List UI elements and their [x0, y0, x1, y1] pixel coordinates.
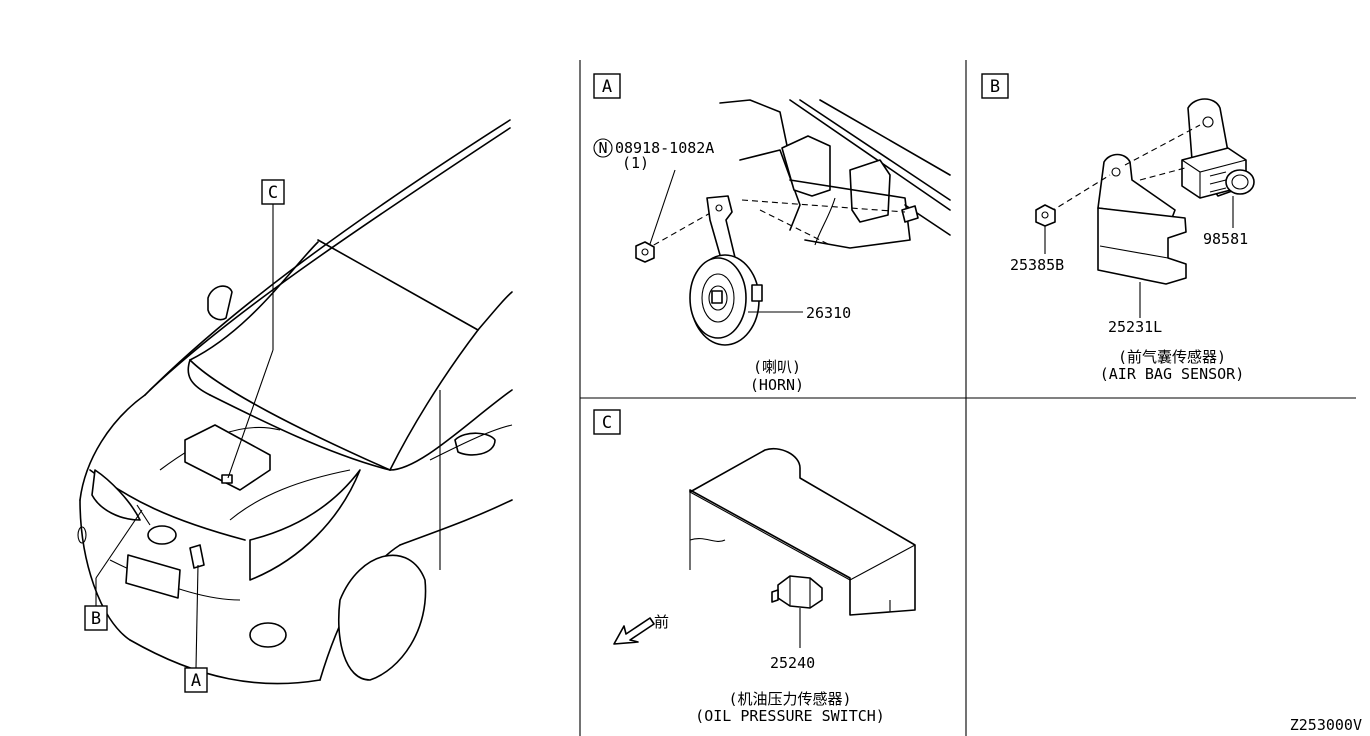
svg-text:B: B [990, 77, 1000, 97]
car-illustration [77, 119, 513, 685]
front-direction-label: 前 [654, 613, 669, 631]
panel-b-tag [981, 73, 1009, 99]
diagram-code: Z253000V [1290, 716, 1362, 734]
panel-a-tag [593, 73, 621, 99]
svg-text:A: A [602, 77, 612, 97]
caption-cn-airbag: (前气囊传感器) [1118, 348, 1226, 366]
callout-b: B [84, 509, 143, 631]
panel-a: A N 08918-1082A [593, 73, 951, 394]
part-number-26310: 26310 [806, 304, 851, 322]
svg-text:B: B [91, 609, 101, 629]
svg-text:N: N [598, 139, 607, 157]
svg-text:A: A [191, 671, 201, 691]
panel-c: C 前 25240 (机油压力传感器) (OIL PRESSURE SWITCH… [593, 409, 916, 725]
panel-c-tag [593, 409, 621, 435]
part-qty: (1) [622, 154, 649, 172]
part-number-08918-1082a: 08918-1082A [615, 139, 714, 157]
callout-a: A [184, 564, 208, 693]
caption-cn-oil: (机油压力传感器) [728, 690, 851, 708]
panel-dividers [579, 60, 1356, 736]
part-number-98581: 98581 [1203, 230, 1248, 248]
caption-en-horn: (HORN) [750, 376, 804, 394]
callout-c: C [227, 179, 285, 479]
caption-en-oil: (OIL PRESSURE SWITCH) [695, 707, 885, 725]
panel-b: B 25385B 98581 25231L (前气囊传感器) (AIR BA [981, 73, 1255, 383]
svg-text:C: C [602, 413, 612, 433]
part-number-25240: 25240 [770, 654, 815, 672]
caption-cn-horn: (喇叭) [753, 358, 801, 376]
part-number-25385b: 25385B [1010, 256, 1064, 274]
caption-en-airbag: (AIR BAG SENSOR) [1100, 365, 1245, 383]
part-number-25231l: 25231L [1108, 318, 1162, 336]
svg-text:C: C [268, 183, 278, 203]
